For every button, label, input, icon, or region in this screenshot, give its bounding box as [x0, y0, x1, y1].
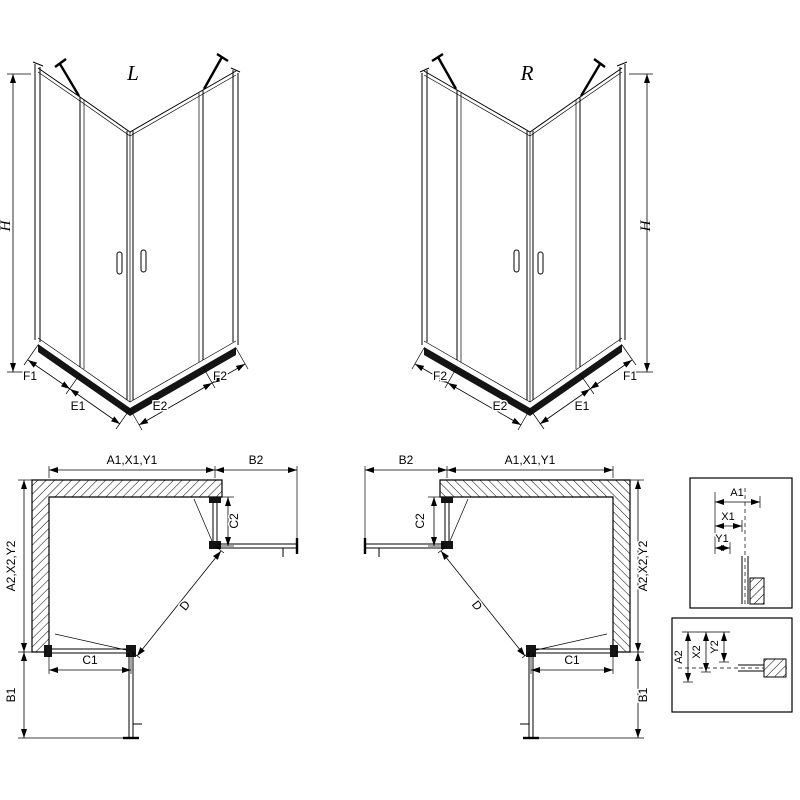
dim-c1-right: C1	[564, 653, 580, 667]
dim-c2-right: C2	[413, 513, 427, 529]
dim-a1x1y1-left: A1,X1,Y1	[107, 453, 158, 467]
dim-b1-left: B1	[4, 687, 18, 702]
dim-a2x2y2-left: A2,X2,Y2	[4, 540, 18, 591]
detail-x2-label: X2	[691, 645, 703, 658]
dim-b2-right: B2	[399, 453, 414, 467]
dim-b1-right: B1	[636, 687, 650, 702]
detail-a1-label: A1	[730, 487, 743, 499]
dim-e1-right: E1	[575, 399, 590, 413]
dim-a1x1y1-right: A1,X1,Y1	[505, 453, 556, 467]
detail-box-adjustment-bottom: A2 X2 Y2	[671, 617, 793, 713]
dim-e2-left: E2	[153, 399, 168, 413]
dim-b2-left: B2	[249, 453, 264, 467]
plan-view-left	[18, 466, 297, 738]
detail-box-adjustment-top: A1 X1 Y1	[689, 477, 793, 609]
variant-label-right: R	[520, 61, 534, 85]
dim-height-right: H	[638, 219, 654, 232]
plan-view-right	[365, 466, 644, 738]
detail-a2-label: A2	[673, 650, 685, 663]
dim-f1-left: F1	[23, 369, 37, 383]
dim-f2-left: F2	[213, 369, 227, 383]
wall-profile-section	[749, 577, 765, 605]
dim-a2x2y2-right: A2,X2,Y2	[636, 540, 650, 591]
detail-y1-label: Y1	[715, 533, 728, 545]
iso-view-right	[412, 54, 653, 430]
variant-label-left: L	[126, 61, 139, 85]
dim-e1-left: E1	[71, 399, 86, 413]
dim-height-left: H	[0, 219, 14, 232]
dim-e2-right: E2	[493, 399, 508, 413]
wall-profile-section	[763, 658, 787, 678]
dim-d-right: D	[469, 598, 486, 614]
dim-f1-right: F1	[623, 369, 637, 383]
iso-view-left	[7, 54, 248, 430]
dim-c1-left: C1	[82, 653, 98, 667]
dim-c2-left: C2	[227, 513, 241, 529]
dim-f2-right: F2	[433, 369, 447, 383]
detail-y2-label: Y2	[709, 640, 721, 653]
detail-x1-label: X1	[721, 511, 734, 523]
dim-d-left: D	[177, 597, 194, 613]
